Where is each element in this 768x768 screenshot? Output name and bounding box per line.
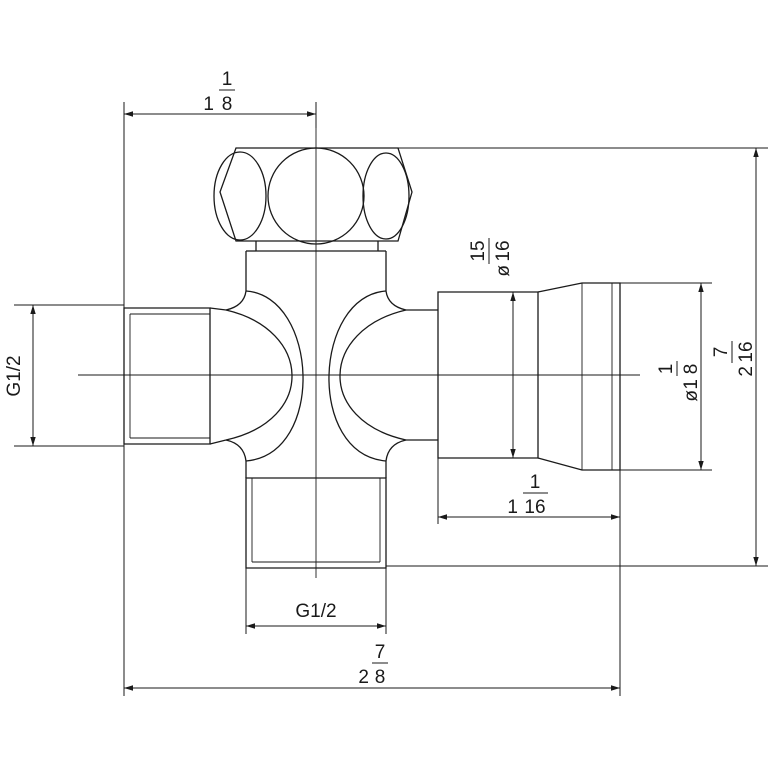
svg-text:ø: ø [493, 265, 514, 277]
label-body-dia: ø 1 1 8 [656, 361, 702, 402]
left-thread-inlet [123, 307, 227, 445]
svg-text:ø: ø [681, 390, 702, 402]
hex-nut [213, 147, 413, 252]
svg-text:7: 7 [375, 642, 386, 663]
svg-text:16: 16 [736, 341, 757, 362]
svg-text:15: 15 [468, 240, 489, 261]
svg-text:8: 8 [375, 667, 386, 688]
svg-text:1: 1 [203, 94, 214, 115]
svg-text:1: 1 [222, 69, 233, 90]
label-nozzle-width: 1 1 16 [507, 472, 548, 518]
extension-lines [14, 102, 768, 696]
svg-text:1: 1 [507, 497, 518, 518]
label-left-thread: G1/2 [4, 355, 25, 396]
label-top-width: 1 1 8 [203, 69, 235, 115]
svg-text:8: 8 [222, 94, 233, 115]
svg-text:1: 1 [656, 364, 677, 375]
label-inner-dia: ø 15 16 [468, 238, 514, 277]
svg-text:16: 16 [493, 240, 514, 261]
right-nozzle [437, 282, 621, 471]
svg-text:16: 16 [524, 497, 545, 518]
label-overall-width: 2 7 8 [358, 642, 388, 688]
label-right-height: 2 7 16 [711, 341, 757, 377]
label-bottom-thread: G1/2 [295, 601, 336, 622]
svg-text:1: 1 [681, 379, 702, 390]
svg-text:2: 2 [736, 366, 757, 377]
svg-text:1: 1 [530, 472, 541, 493]
svg-text:8: 8 [681, 364, 702, 375]
svg-text:7: 7 [711, 347, 732, 358]
svg-text:2: 2 [358, 667, 369, 688]
valve-body [225, 250, 438, 478]
